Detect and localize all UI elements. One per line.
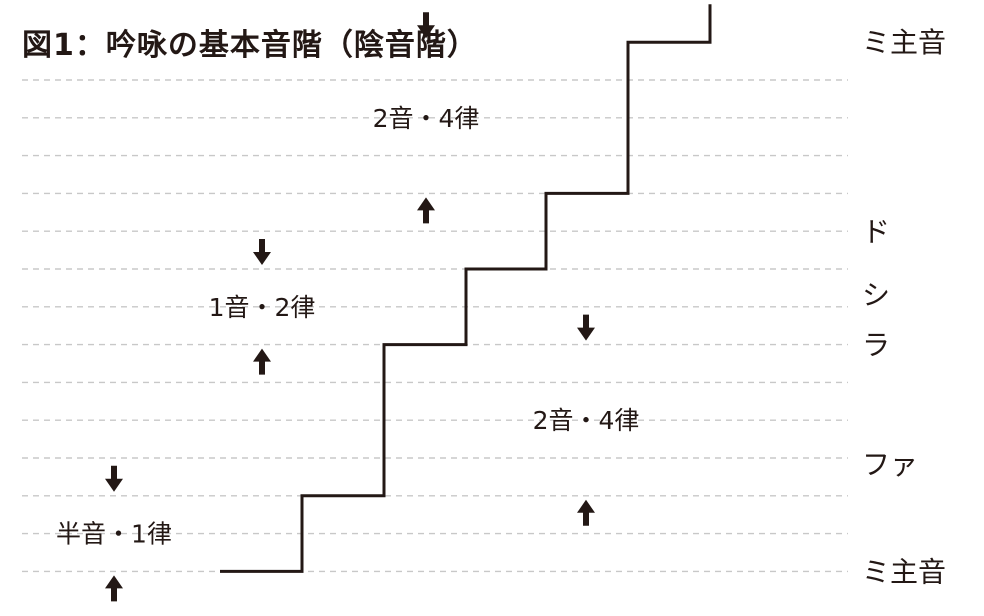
tone-label-do: ド (862, 216, 890, 249)
arrow-up-icon (577, 499, 595, 526)
scale-staircase (220, 4, 712, 573)
tone-label-si: シ (862, 279, 890, 312)
figure-title: 図1：吟咏の基本音階（陰音階） (22, 28, 478, 63)
arrow-down-icon (253, 239, 271, 265)
interval-labels: 半音・1律 2音・4律 1音・2律 2音・4律 (56, 104, 639, 549)
arrow-up-icon (105, 575, 123, 602)
arrow-down-icon (417, 12, 435, 39)
arrow-up-icon (417, 197, 435, 224)
tone-label-la: ラ (862, 329, 890, 362)
arrow-down-icon (577, 314, 595, 341)
arrow-up-icon (253, 348, 271, 375)
interval-label-2: 2音・4律 (533, 406, 640, 435)
interval-label-5: 2音・4律 (373, 104, 480, 133)
interval-label-1: 半音・1律 (56, 520, 172, 549)
tone-labels: ミ主音 ファ ラ シ ド ミ主音 (862, 26, 946, 588)
interval-arrows (105, 12, 595, 602)
tone-label-fa: ファ (862, 448, 918, 481)
staff-gridlines (22, 79, 848, 573)
arrow-down-icon (105, 465, 123, 492)
tone-label-mi-low: ミ主音 (862, 555, 946, 588)
tone-label-mi-high: ミ主音 (862, 26, 946, 59)
interval-label-3: 1音・2律 (209, 293, 316, 322)
